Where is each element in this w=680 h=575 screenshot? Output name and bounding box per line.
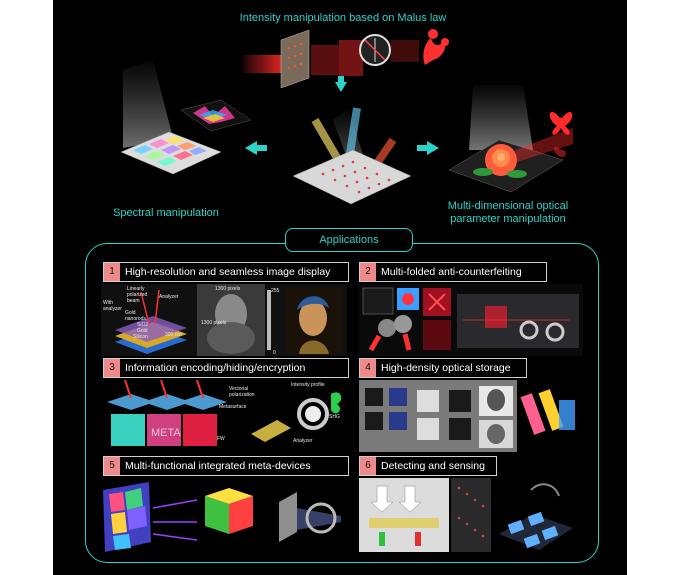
p3-intensity-label: Intensity profile (291, 382, 325, 388)
section-3-header: 3 Information encoding/hiding/encryption (103, 358, 349, 378)
p1-analyzer-label: Analyzer (159, 294, 179, 300)
p1-with-analyzer-label: With analyzer (103, 300, 122, 312)
malus-label: Intensity manipulation based on Malus la… (239, 12, 447, 24)
section-5-title: Multi-functional integrated meta-devices (125, 460, 311, 472)
section-5-number: 5 (104, 457, 120, 475)
section-4-title: High-density optical storage (381, 362, 511, 374)
flower-image (423, 38, 446, 65)
section-3-number: 3 (104, 359, 120, 377)
p1-gold-label: Gold (137, 328, 148, 334)
svg-text:META: META (151, 427, 181, 439)
p1-scale-max: 255 (271, 288, 280, 294)
spectral-label: Spectral manipulation (113, 207, 219, 219)
p3-metasurface-label: Metasurface (219, 404, 247, 410)
section-6-number: 6 (360, 457, 376, 475)
section-1-number: 1 (104, 263, 120, 281)
multidim-label: Multi-dimensional optical parameter mani… (447, 200, 569, 225)
p3-shg-label: SHG (329, 414, 340, 420)
p1-pixels-w-label: 1300 pixels (215, 286, 241, 292)
section-6-header: 6 Detecting and sensing (359, 456, 497, 476)
section-3-title: Information encoding/hiding/encryption (125, 362, 306, 374)
section-1-image (101, 284, 347, 356)
p1-nanorods-label: Gold nanorods (125, 310, 146, 322)
p1-sio2-label: SiO2 (137, 322, 149, 328)
multidim-illustration (448, 85, 573, 193)
arrow-up (335, 76, 347, 92)
butterfly-image (549, 112, 573, 135)
section-2-header: 2 Multi-folded anti-counterfeiting (359, 262, 547, 282)
p3-analyzer-label: Analyzer (293, 438, 313, 444)
figure-panel: Intensity manipulation based on Malus la… (53, 0, 627, 575)
p1-beam-label: Linearly polarized beam (127, 286, 148, 304)
section-1-title: High-resolution and seamless image displ… (125, 266, 331, 278)
p3-fw-label: FW (217, 436, 225, 442)
section-1-header: 1 High-resolution and seamless image disp… (103, 262, 349, 282)
malus-illustration (243, 29, 449, 89)
section-2-image (359, 284, 583, 356)
section-5-image (101, 478, 347, 556)
p1-silicon-label: Silicon (133, 334, 148, 340)
applications-title: Applications (285, 228, 413, 252)
spectral-illustration (120, 60, 252, 175)
section-6-title: Detecting and sensing (381, 460, 485, 472)
p1-thickness-label: 300 nm (165, 332, 182, 338)
section-6-image (359, 478, 573, 552)
section-3-image: META (101, 380, 347, 450)
section-4-image (359, 380, 575, 452)
concept-illustration (120, 29, 573, 205)
section-2-title: Multi-folded anti-counterfeiting (381, 266, 522, 278)
p1-pixels-h-label: 1300 pixels (201, 320, 227, 326)
section-5-header: 5 Multi-functional integrated meta-device… (103, 456, 349, 476)
section-2-number: 2 (360, 263, 376, 281)
section-4-number: 4 (360, 359, 376, 377)
arrow-left (245, 141, 267, 155)
center-metasurface (292, 107, 412, 205)
metasurface-plate (280, 29, 310, 89)
section-4-header: 4 High-density optical storage (359, 358, 527, 378)
arrow-right (417, 141, 439, 155)
p3-vectorial-label: Vectorial polarization (229, 386, 255, 398)
p1-scale-min: 0 (273, 350, 276, 356)
